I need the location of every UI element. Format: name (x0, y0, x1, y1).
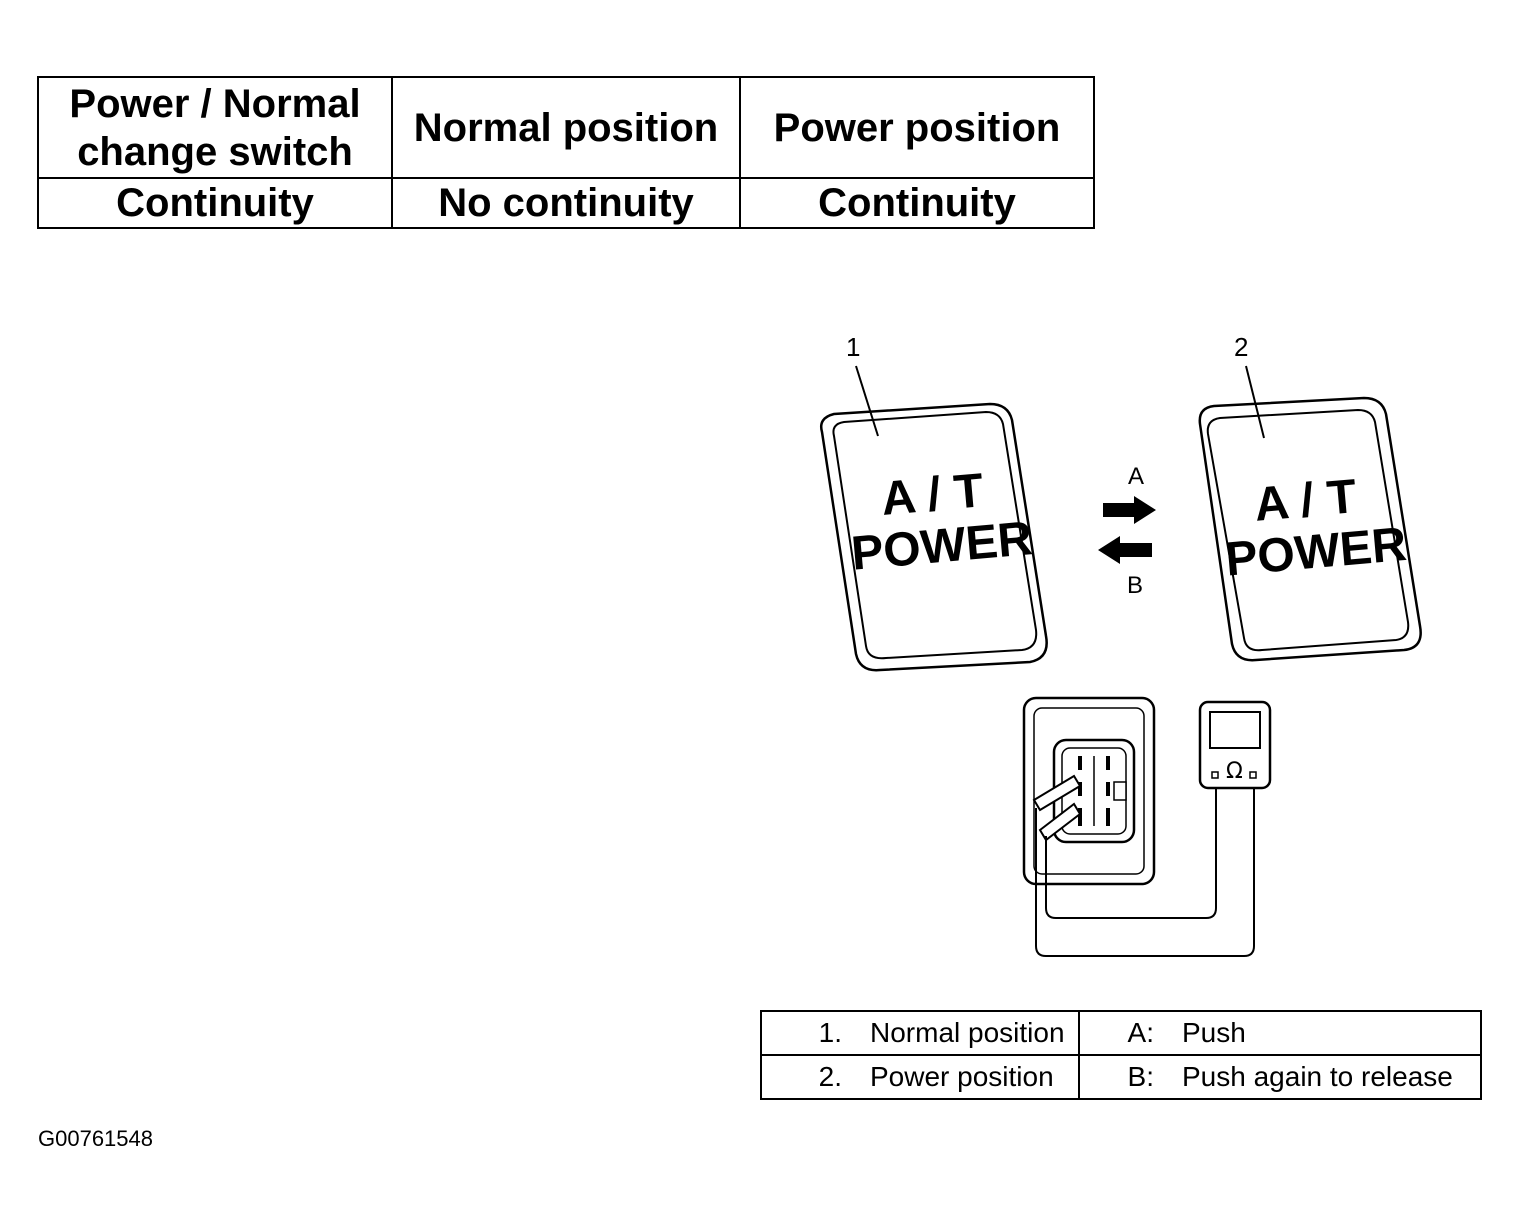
legend-number: 1. (818, 1017, 842, 1048)
continuity-header-row: Power / Normal change switch Normal posi… (37, 76, 1095, 179)
switch-normal-position: A / T POWER (820, 402, 1048, 672)
arrow-b-label: B (1127, 572, 1143, 599)
switch-1-line2: POWER (849, 512, 1034, 581)
value-power-position: Continuity (739, 177, 1095, 229)
legend-description: Push (1182, 1017, 1246, 1048)
legend-row: 2. Power position B: Push again to release (760, 1054, 1482, 1100)
ohm-symbol-icon: Ω (1226, 759, 1243, 784)
switch-1-line1: A / T (879, 464, 985, 526)
arrow-a-label: A (1128, 463, 1144, 490)
legend-number: 2. (818, 1061, 842, 1092)
figure-id: G00761548 (38, 1126, 153, 1151)
value-switch: Continuity (37, 177, 393, 229)
header-power-position: Power position (739, 76, 1095, 179)
ohmmeter: Ω (1198, 700, 1272, 790)
legend-description: Push again to release (1182, 1061, 1453, 1092)
arrow-right-icon (1103, 496, 1156, 524)
continuity-table: Power / Normal change switch Normal posi… (37, 76, 1095, 229)
test-leads (1035, 788, 1255, 957)
switch-connector (1022, 696, 1156, 886)
continuity-value-row: Continuity No continuity Continuity (37, 177, 1095, 229)
meter-jack-right (1249, 771, 1257, 779)
legend-text: Normal position (870, 1017, 1065, 1048)
switch-2-line2: POWER (1223, 518, 1408, 587)
callout-1-label: 1 (846, 332, 860, 362)
switch-2-line1: A / T (1252, 470, 1358, 532)
switch-power-position: A / T POWER (1198, 396, 1422, 662)
tester-probes (1032, 774, 1082, 842)
meter-jack-left (1211, 771, 1219, 779)
header-normal-position: Normal position (391, 76, 741, 179)
header-switch: Power / Normal change switch (37, 76, 393, 179)
value-normal-position: No continuity (391, 177, 741, 229)
legend-table: 1. Normal position A: Push 2. Power positio… (760, 1010, 1482, 1100)
callout-1-leader (855, 365, 879, 437)
callout-2-label: 2 (1234, 332, 1248, 362)
legend-item: 1. Normal position (760, 1010, 1080, 1056)
legend-key: B: (1127, 1061, 1154, 1092)
legend-item: 2. Power position (760, 1054, 1080, 1100)
legend-key: A: (1127, 1017, 1154, 1048)
legend-item: B: Push again to release (1078, 1054, 1482, 1100)
legend-row: 1. Normal position A: Push (760, 1010, 1482, 1056)
callout-2-leader (1245, 365, 1265, 439)
legend-item: A: Push (1078, 1010, 1482, 1056)
legend-text: Power position (870, 1061, 1054, 1092)
arrow-left-icon (1098, 536, 1152, 564)
